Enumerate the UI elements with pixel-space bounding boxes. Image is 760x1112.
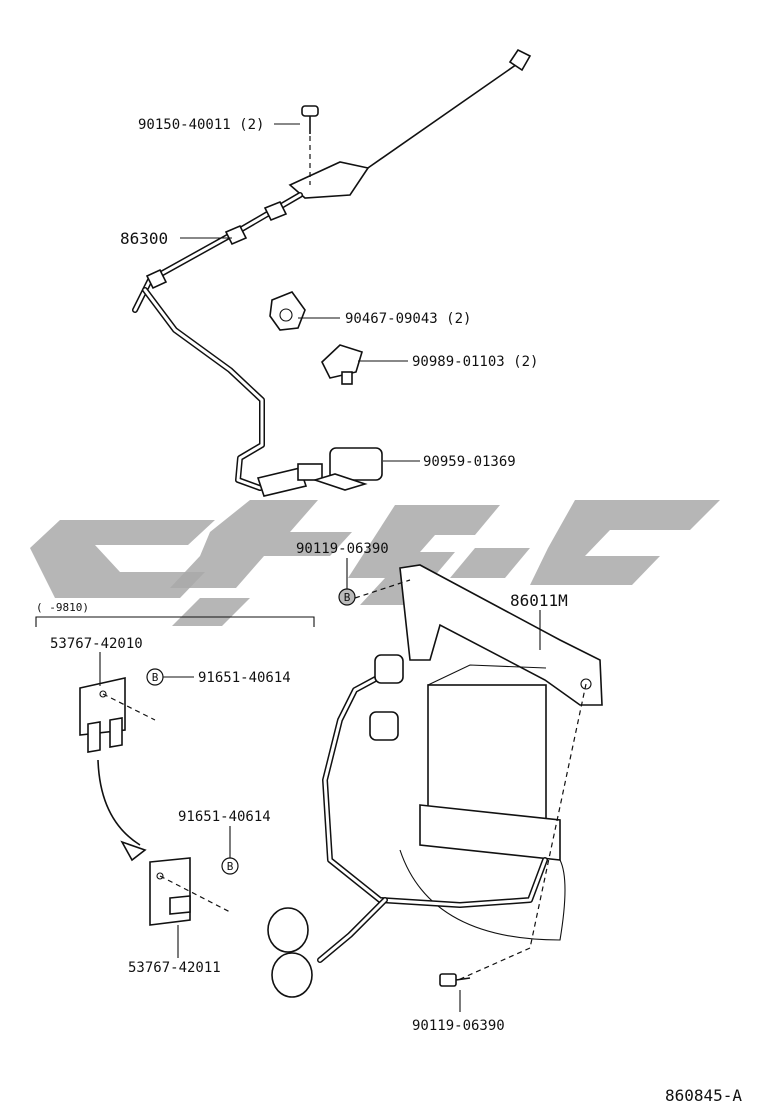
- part-label-p1: 90150-40011 (2): [138, 117, 264, 133]
- part-label-p6: 90119-06390: [296, 541, 389, 557]
- amplifier-unit: [267, 564, 603, 998]
- part-label-p4: 90989-01103 (2): [412, 354, 538, 370]
- part-label-p8: 53767-42010: [50, 636, 143, 652]
- filter-clamp-icon: [312, 447, 383, 491]
- callout-marker-2: B: [146, 668, 164, 686]
- bracket-range-label: ( -9810): [36, 601, 89, 614]
- watermark-logo: [30, 500, 720, 626]
- part-label-p10: 91651-40614: [178, 809, 271, 825]
- clamp-icon: [321, 344, 363, 385]
- part-label-p11: 53767-42011: [128, 960, 221, 976]
- part-labels: 90150-40011 (2) 86300 90467-09043 (2) 90…: [36, 117, 742, 1105]
- reference-code: 860845-A: [665, 1086, 742, 1105]
- callout-marker-1: B: [338, 588, 356, 606]
- part-label-p7: 86011M: [510, 591, 568, 610]
- svg-text:B: B: [344, 591, 351, 604]
- part-label-p3: 90467-09043 (2): [345, 311, 471, 327]
- bolt-icon: [439, 973, 471, 987]
- part-label-p2: 86300: [120, 229, 168, 248]
- callout-marker-3: B: [221, 857, 239, 875]
- clip-icon: [269, 291, 306, 331]
- part-label-p9: 91651-40614: [198, 670, 291, 686]
- bracket-left-region: [35, 616, 315, 926]
- part-label-p12: 90119-06390: [412, 1018, 505, 1034]
- screw-icon: [301, 105, 319, 185]
- part-label-p5: 90959-01369: [423, 454, 516, 470]
- svg-text:B: B: [152, 671, 159, 684]
- antenna-assembly: [132, 48, 532, 497]
- svg-text:B: B: [227, 860, 234, 873]
- leader-lines: [99, 123, 541, 1012]
